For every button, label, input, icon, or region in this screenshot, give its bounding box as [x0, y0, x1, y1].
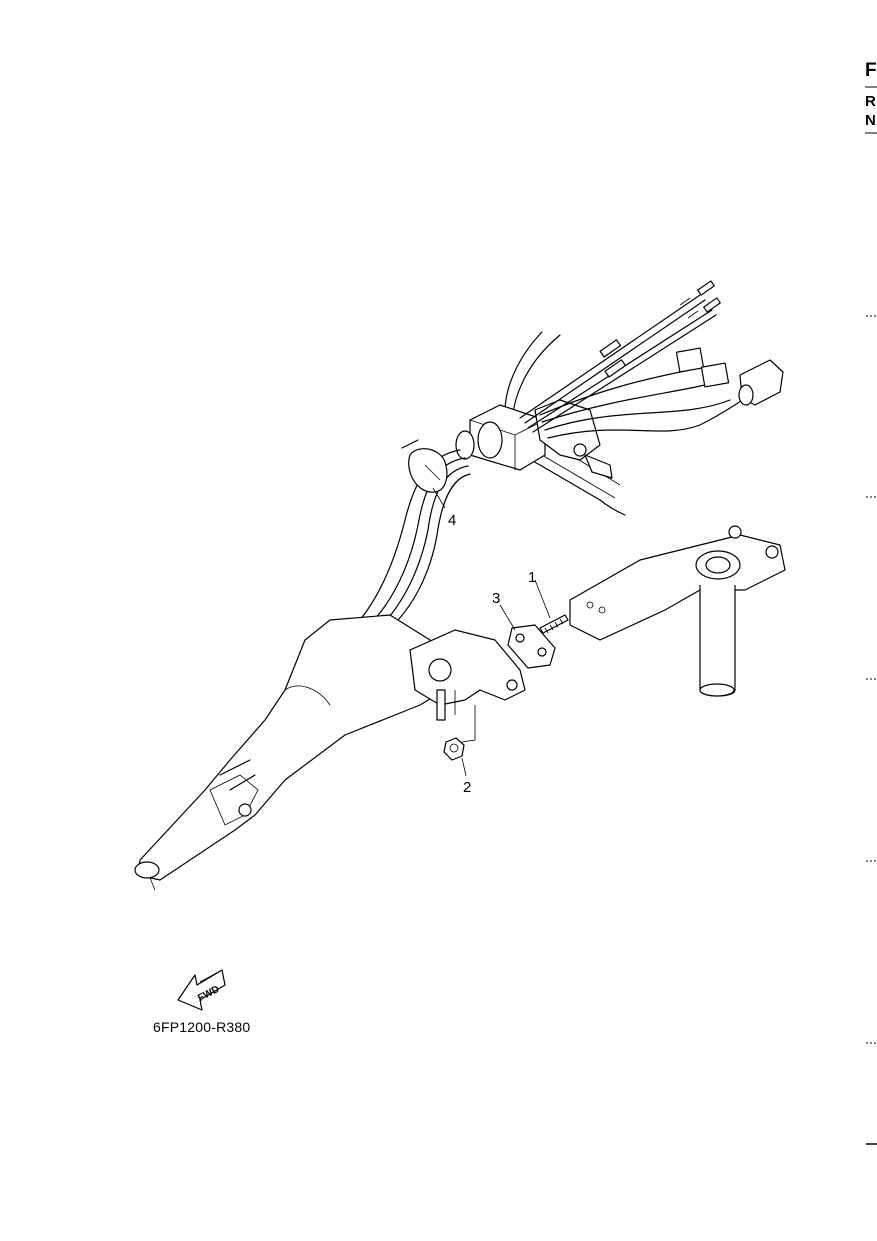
callout-3: 3 — [492, 590, 500, 607]
part-2-nut — [443, 705, 476, 777]
steering-arm — [569, 525, 786, 697]
header-letter-n: N — [865, 112, 876, 129]
callout-4: 4 — [448, 512, 456, 529]
part-1-bolt — [534, 579, 569, 634]
part-3-plate — [499, 604, 556, 669]
tiller-handle — [134, 614, 526, 891]
margin-marks — [866, 315, 877, 1145]
header-letter-f: F — [865, 60, 877, 81]
callout-2: 2 — [463, 779, 471, 796]
cable-harness-assembly — [359, 280, 784, 629]
callout-labels: 1 2 3 4 — [432, 487, 536, 796]
drawing-code: 6FP1200-R380 — [153, 1019, 251, 1035]
callout-1: 1 — [528, 569, 536, 586]
header-letter-r: R — [865, 93, 876, 110]
page-header-fragment: F R N — [865, 60, 877, 134]
fwd-arrow-icon: FWD — [177, 969, 226, 1011]
